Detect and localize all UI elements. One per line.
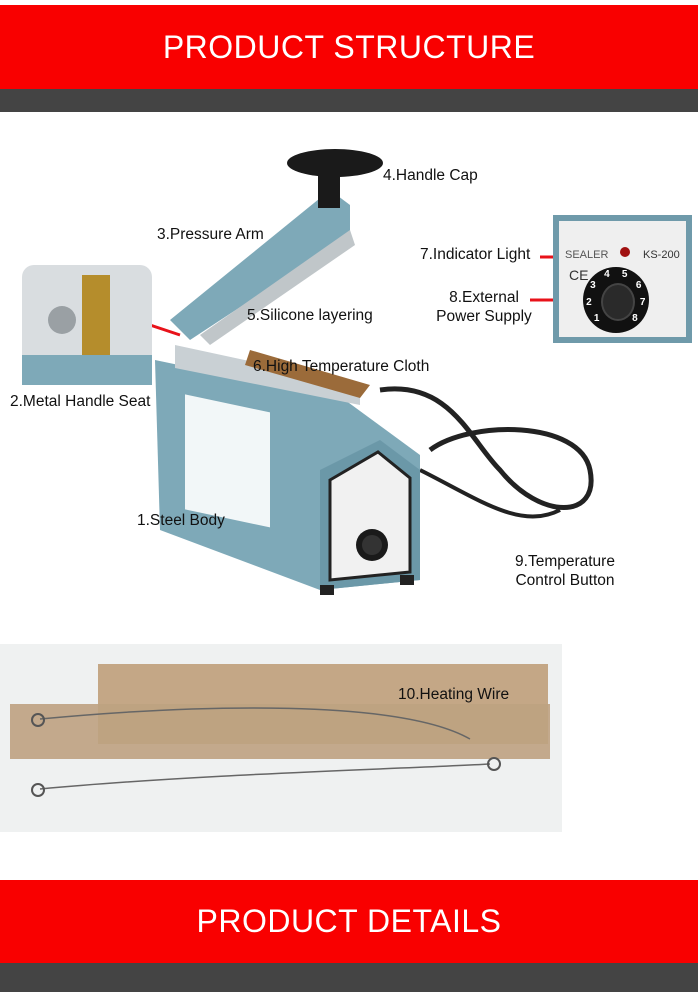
label-indicator-light: 7.Indicator Light [420,246,531,263]
label-line: 8.External [449,289,519,306]
dial-number: 5 [621,268,628,280]
label-line: Power Supply [436,308,532,325]
label-metal-handle-seat: 2.Metal Handle Seat [10,393,151,410]
label-temp-control: 9.Temperature Control Button [505,552,625,590]
heating-wire-photo [0,644,562,832]
label-steel-body: 1.Steel Body [137,512,225,529]
label-high-temp-cloth: 6.High Temperature Cloth [253,358,430,375]
handle-seat-inset [22,265,152,385]
section-title: PRODUCT DETAILS [196,903,502,939]
dial-number: 3 [590,279,596,291]
panel-model: KS-200 [643,249,680,261]
footer-bar [0,963,698,992]
dial-number: 4 [604,268,610,280]
indicator-light-icon [620,247,630,257]
header-bar [0,89,698,112]
dial-number: 1 [593,313,600,325]
label-pressure-arm: 3.Pressure Arm [157,226,264,243]
dial-number: 2 [586,297,592,309]
footer-banner: PRODUCT DETAILS [0,880,698,963]
temperature-knob-icon[interactable] [601,283,635,321]
header-banner: PRODUCT STRUCTURE [0,5,698,89]
ce-mark: CE [569,267,589,283]
page-title: PRODUCT STRUCTURE [162,28,536,65]
label-line: 9.Temperature [515,553,615,570]
panel-brand: SEALER [565,249,609,261]
sealer-illustration [118,149,615,595]
label-silicone-layering: 5.Silicone layering [247,307,373,324]
dial-number: 6 [635,279,642,291]
label-line: Control Button [515,572,615,589]
label-handle-cap: 4.Handle Cap [383,167,478,184]
label-heating-wire: 10.Heating Wire [398,686,510,703]
dial-number: 7 [639,297,646,309]
label-external-power: 8.External Power Supply [430,288,538,326]
dial-number: 8 [632,313,638,325]
